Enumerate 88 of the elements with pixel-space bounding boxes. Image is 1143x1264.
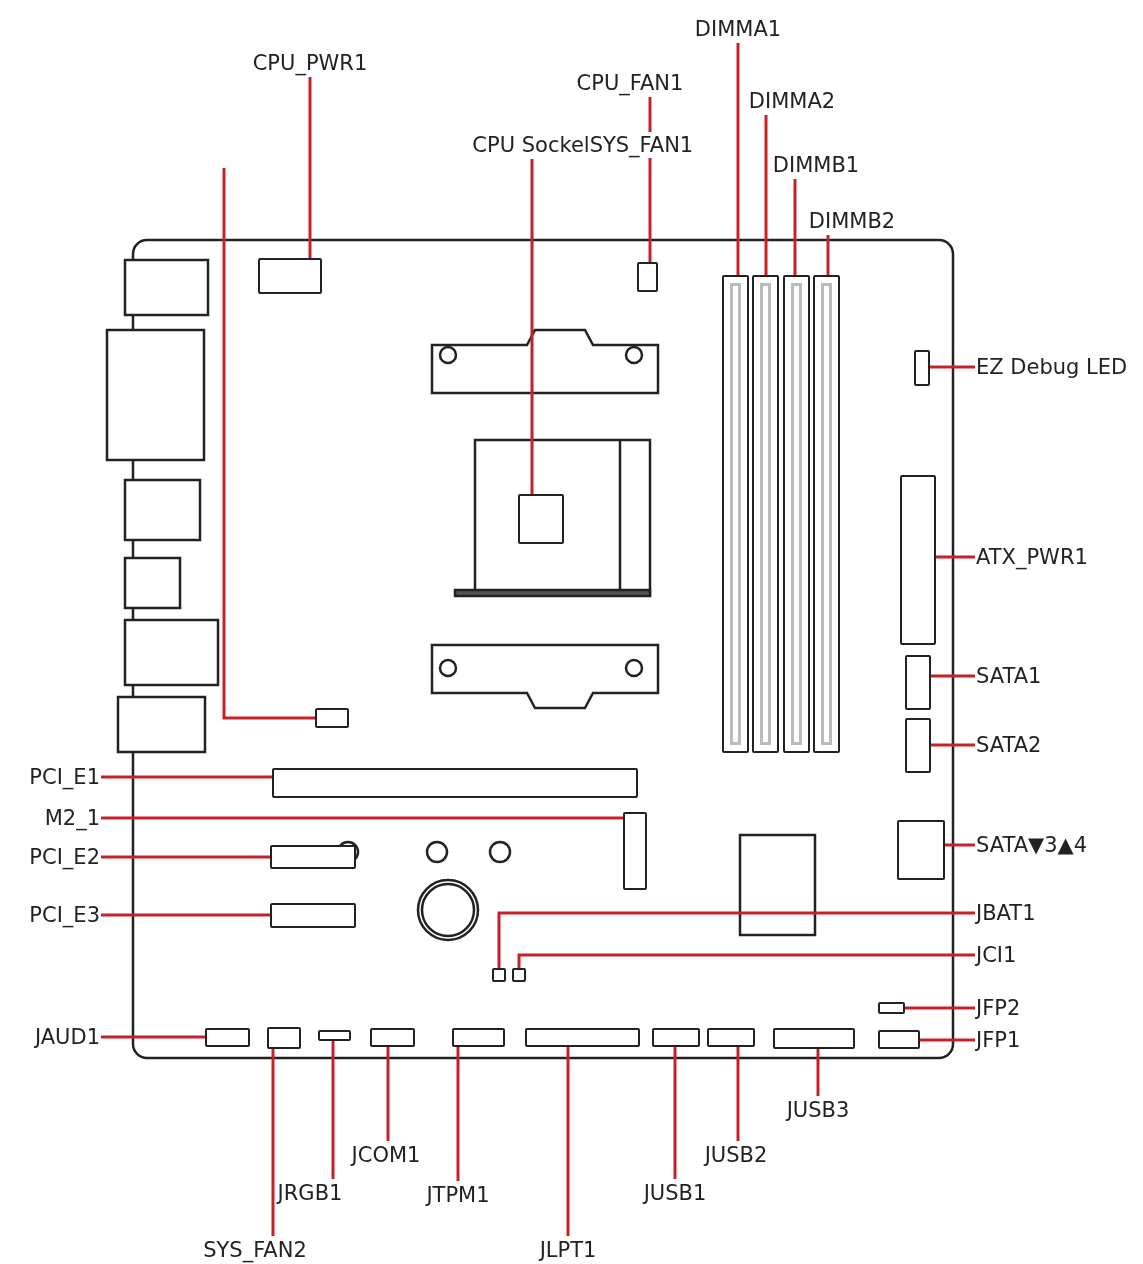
leader-line (331, 1041, 335, 1179)
leader-line (931, 743, 975, 747)
part-label: PCI_E1 (29, 764, 100, 790)
leader-line (566, 1047, 570, 1236)
part-label: M2_1 (44, 805, 100, 831)
part-label: JAUD1 (34, 1024, 100, 1050)
leader-line (931, 674, 975, 678)
leader-line (101, 855, 270, 859)
leader-line (936, 555, 975, 559)
part-label: PCI_E2 (29, 844, 100, 870)
expansion-slot (270, 903, 356, 928)
pin-header (707, 1028, 755, 1047)
pin-header (452, 1028, 505, 1047)
expansion-slot (272, 768, 638, 798)
sata-port (905, 655, 931, 710)
part-label: EZ Debug LED (976, 354, 1128, 380)
leader-line (736, 1047, 740, 1141)
pin-header (652, 1028, 700, 1047)
pin-header (370, 1028, 415, 1047)
pin-header (205, 1028, 250, 1047)
part-label: CPU Sockel (472, 132, 590, 158)
leader-line (826, 235, 830, 275)
leader-line (101, 775, 272, 779)
leader-line (308, 77, 312, 258)
leader-line (945, 843, 975, 847)
part-label: JUSB1 (643, 1180, 707, 1206)
memory-slot (722, 275, 749, 753)
cpu-socket (518, 494, 564, 544)
part-label: SYS_FAN2 (203, 1237, 307, 1263)
leader-line (101, 1035, 205, 1039)
leader-line (905, 1006, 975, 1010)
leader-line (101, 816, 623, 820)
sata-port (905, 718, 931, 773)
part-label: JFP2 (976, 995, 1021, 1021)
leader-line (101, 913, 270, 917)
expansion-slot (270, 845, 356, 869)
leader-line (456, 1047, 460, 1181)
leader-line (793, 179, 797, 275)
leader-line (673, 1047, 677, 1179)
part-label: SATA▼3▲4 (976, 832, 1088, 858)
sata-port (897, 820, 945, 880)
fan-header (267, 1027, 301, 1049)
part-label: ATX_PWR1 (976, 544, 1088, 570)
led (914, 350, 930, 386)
part-label: JBAT1 (976, 900, 1036, 926)
part-label: DIMMA1 (694, 16, 782, 42)
leader-line (816, 1049, 820, 1096)
pin-header (525, 1028, 640, 1047)
leader-line (497, 911, 975, 968)
part-label: JTPM1 (426, 1182, 490, 1208)
part-label: JCI1 (976, 942, 1017, 968)
m2-slot (623, 812, 647, 890)
fan-header (637, 262, 658, 292)
memory-slot (783, 275, 810, 753)
part-label: PCI_E3 (29, 902, 100, 928)
leader-line (386, 1047, 390, 1141)
memory-slot (813, 275, 840, 753)
pin-header (318, 1030, 351, 1041)
part-label: JCOM1 (351, 1142, 421, 1168)
fan-header (315, 708, 349, 728)
leader-line (530, 159, 534, 494)
leader-line (764, 115, 768, 275)
leader-line (736, 43, 740, 275)
part-label: CPU_PWR1 (252, 50, 368, 76)
part-label: JFP1 (976, 1027, 1021, 1053)
leader-line (271, 1049, 275, 1236)
pin-header (878, 1030, 920, 1049)
pin-header (773, 1028, 855, 1049)
part-label: DIMMB1 (772, 152, 860, 178)
part-label: JLPT1 (539, 1237, 597, 1263)
part-label: JUSB2 (704, 1142, 768, 1168)
part-label: SATA2 (976, 732, 1042, 758)
jumper (512, 968, 526, 982)
part-label: JRGB1 (277, 1180, 343, 1206)
part-label: SYS_FAN1 (589, 132, 694, 158)
part-label: DIMMA2 (748, 88, 836, 114)
part-label: SATA1 (976, 663, 1042, 689)
part-label: JUSB3 (786, 1097, 850, 1123)
memory-slot (752, 275, 779, 753)
leader-line (930, 365, 975, 369)
leader-line (222, 168, 315, 720)
pin-header (878, 1002, 905, 1014)
part-label: CPU_FAN1 (576, 70, 684, 96)
power-connector (900, 475, 936, 645)
jumper (492, 968, 506, 982)
leader-line (517, 953, 975, 968)
power-connector (258, 258, 322, 294)
part-label: DIMMB2 (808, 208, 896, 234)
